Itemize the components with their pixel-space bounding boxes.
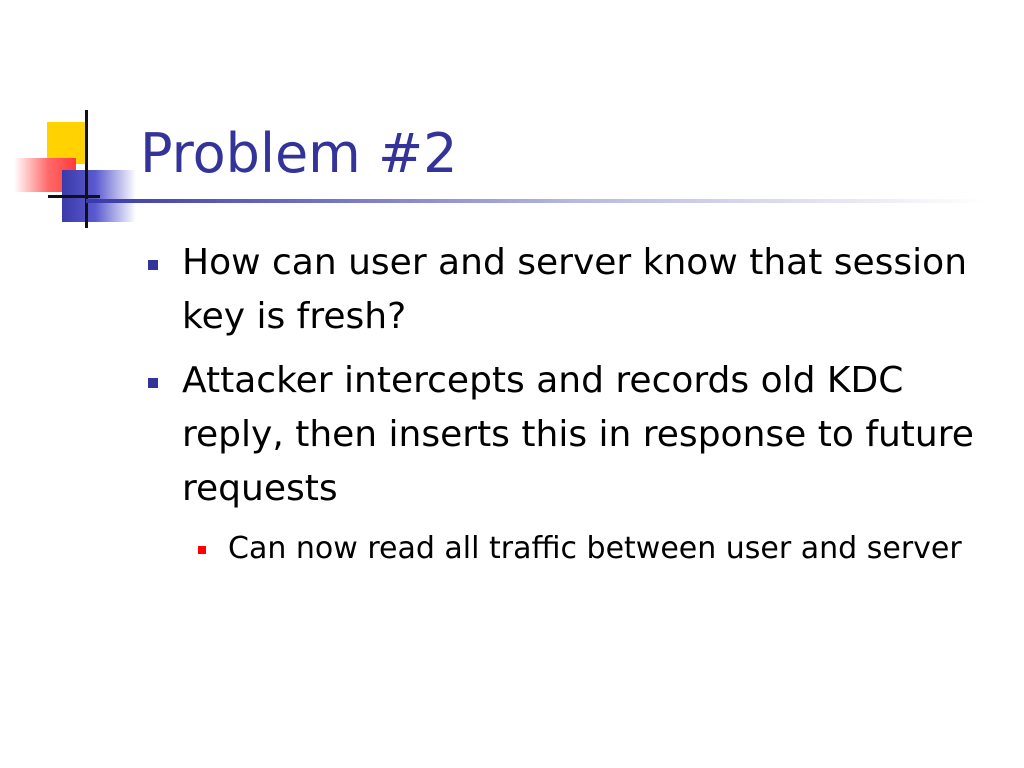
corner-decoration-horizontal-line [48, 195, 100, 198]
sub-bullet-item: Can now read all traffic between user an… [184, 526, 1000, 572]
red-square-bullet-icon [198, 546, 206, 554]
bullet-item: Attacker intercepts and records old KDC … [140, 354, 1000, 516]
bullet-text: How can user and server know that sessio… [182, 242, 968, 337]
square-bullet-icon [148, 260, 158, 270]
square-bullet-icon [148, 378, 158, 388]
title-underline-rule [86, 199, 986, 203]
slide-title: Problem #2 [140, 122, 458, 185]
corner-decoration-vertical-line [85, 110, 88, 228]
bullet-text: Attacker intercepts and records old KDC … [182, 360, 974, 509]
sub-bullet-text: Can now read all traffic between user an… [228, 531, 962, 566]
corner-decoration-yellow-square [47, 122, 87, 164]
slide-content: How can user and server know that sessio… [140, 236, 1000, 572]
bullet-item: How can user and server know that sessio… [140, 236, 1000, 344]
